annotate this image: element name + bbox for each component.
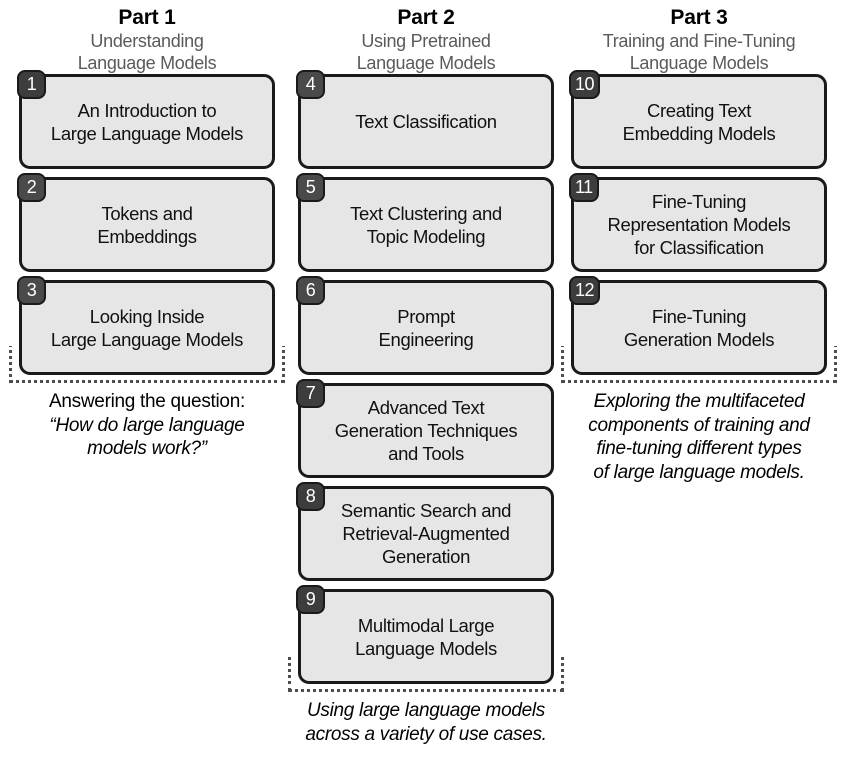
chapter-title-7: Advanced Text Generation Techniques and … xyxy=(334,397,518,464)
chapter-box-3[interactable]: 3 Looking Inside Large Language Models xyxy=(17,276,275,375)
part-1-caption-line-1: Answering the question: xyxy=(49,391,245,412)
chapter-title-10: Creating Text Embedding Models xyxy=(622,99,776,144)
chapter-title-12: Fine-Tuning Generation Models xyxy=(623,305,775,350)
part-1-caption-line-3: models work?” xyxy=(87,438,207,459)
part-3-column: Part 3 Training and Fine-Tuning Language… xyxy=(560,0,838,484)
chapter-box-5[interactable]: 5 Text Clustering and Topic Modeling xyxy=(296,173,554,272)
part-3-caption-line-1: Exploring the multifaceted xyxy=(593,391,805,412)
chapter-number-badge-12: 12 xyxy=(569,276,601,305)
chapter-title-11: Fine-Tuning Representation Models for Cl… xyxy=(607,191,791,258)
chapter-box-7[interactable]: 7 Advanced Text Generation Techniques an… xyxy=(296,379,554,478)
chapter-number-badge-6: 6 xyxy=(296,276,325,305)
part-2-chapter-stack: 4 Text Classification 5 Text Clustering … xyxy=(296,70,554,684)
chapter-title-5: Text Clustering and Topic Modeling xyxy=(350,202,502,247)
part-3-subtitle-line-2: Language Models xyxy=(629,52,769,73)
chapter-number-badge-4: 4 xyxy=(296,70,325,99)
part-1-subtitle-line-2: Language Models xyxy=(77,52,217,73)
chapter-box-1[interactable]: 1 An Introduction to Large Language Mode… xyxy=(17,70,275,169)
part-3-caption-line-2: components of training and xyxy=(588,414,810,436)
part-1-title: Part 1 xyxy=(118,6,176,29)
chapter-title-9: Multimodal Large Language Models xyxy=(355,614,497,659)
part-3-caption-line-3: fine-tuning different types xyxy=(596,438,802,459)
part-2-column: Part 2 Using Pretrained Language Models … xyxy=(287,0,565,746)
part-2-caption-line-1: Using large language models xyxy=(306,700,545,721)
part-2-title: Part 2 xyxy=(397,6,455,29)
chapter-number-badge-8: 8 xyxy=(296,482,325,511)
part-3-title: Part 3 xyxy=(670,6,728,29)
chapter-number-badge-7: 7 xyxy=(296,379,325,408)
chapter-box-11[interactable]: 11 Fine-Tuning Representation Models for… xyxy=(569,173,827,272)
chapter-title-6: Prompt Engineering xyxy=(378,305,474,350)
chapter-box-4[interactable]: 4 Text Classification xyxy=(296,70,554,169)
part-2-header: Part 2 Using Pretrained Language Models xyxy=(288,0,564,74)
chapter-title-1: An Introduction to Large Language Models xyxy=(50,99,244,144)
part-3-subtitle-line-1: Training and Fine-Tuning xyxy=(602,31,796,51)
part-2-subtitle-line-1: Using Pretrained xyxy=(361,31,491,51)
chapter-title-8: Semantic Search and Retrieval-Augmented … xyxy=(340,500,512,567)
part-1-subtitle-line-1: Understanding xyxy=(90,31,204,51)
chapter-number-badge-5: 5 xyxy=(296,173,325,202)
part-3-caption-line-4: of large language models. xyxy=(593,461,805,483)
part-1-caption: Answering the question: “How do large la… xyxy=(9,383,285,461)
chapter-number-badge-11: 11 xyxy=(569,173,599,202)
chapter-box-6[interactable]: 6 Prompt Engineering xyxy=(296,276,554,375)
part-3-caption: Exploring the multifaceted components of… xyxy=(561,383,837,484)
part-1-column: Part 1 Understanding Language Models 1 A… xyxy=(8,0,286,461)
part-2-caption-line-2: across a variety of use cases. xyxy=(305,723,547,745)
chapter-number-badge-9: 9 xyxy=(296,585,325,614)
part-2-caption: Using large language models across a var… xyxy=(288,692,564,746)
part-2-subtitle-line-2: Language Models xyxy=(356,52,496,73)
part-3-header: Part 3 Training and Fine-Tuning Language… xyxy=(561,0,837,74)
part-3-bracket: 10 Creating Text Embedding Models 11 Fin… xyxy=(560,70,838,383)
chapter-title-4: Text Classification xyxy=(355,111,497,132)
part-1-chapter-stack: 1 An Introduction to Large Language Mode… xyxy=(17,70,275,375)
chapter-title-2: Tokens and Embeddings xyxy=(97,202,197,247)
part-2-bracket: 4 Text Classification 5 Text Clustering … xyxy=(287,70,565,692)
chapter-box-2[interactable]: 2 Tokens and Embeddings xyxy=(17,173,275,272)
chapter-number-badge-1: 1 xyxy=(17,70,46,99)
chapter-box-12[interactable]: 12 Fine-Tuning Generation Models xyxy=(569,276,827,375)
chapter-box-8[interactable]: 8 Semantic Search and Retrieval-Augmente… xyxy=(296,482,554,581)
chapter-box-9[interactable]: 9 Multimodal Large Language Models xyxy=(296,585,554,684)
chapter-number-badge-2: 2 xyxy=(17,173,46,202)
part-3-chapter-stack: 10 Creating Text Embedding Models 11 Fin… xyxy=(569,70,827,375)
chapter-title-3: Looking Inside Large Language Models xyxy=(50,305,244,350)
chapter-number-badge-3: 3 xyxy=(17,276,46,305)
chapter-number-badge-10: 10 xyxy=(569,70,601,99)
part-1-header: Part 1 Understanding Language Models xyxy=(9,0,285,74)
part-1-caption-line-2: “How do large language xyxy=(49,414,245,436)
part-1-bracket: 1 An Introduction to Large Language Mode… xyxy=(8,70,286,383)
chapter-box-10[interactable]: 10 Creating Text Embedding Models xyxy=(569,70,827,169)
